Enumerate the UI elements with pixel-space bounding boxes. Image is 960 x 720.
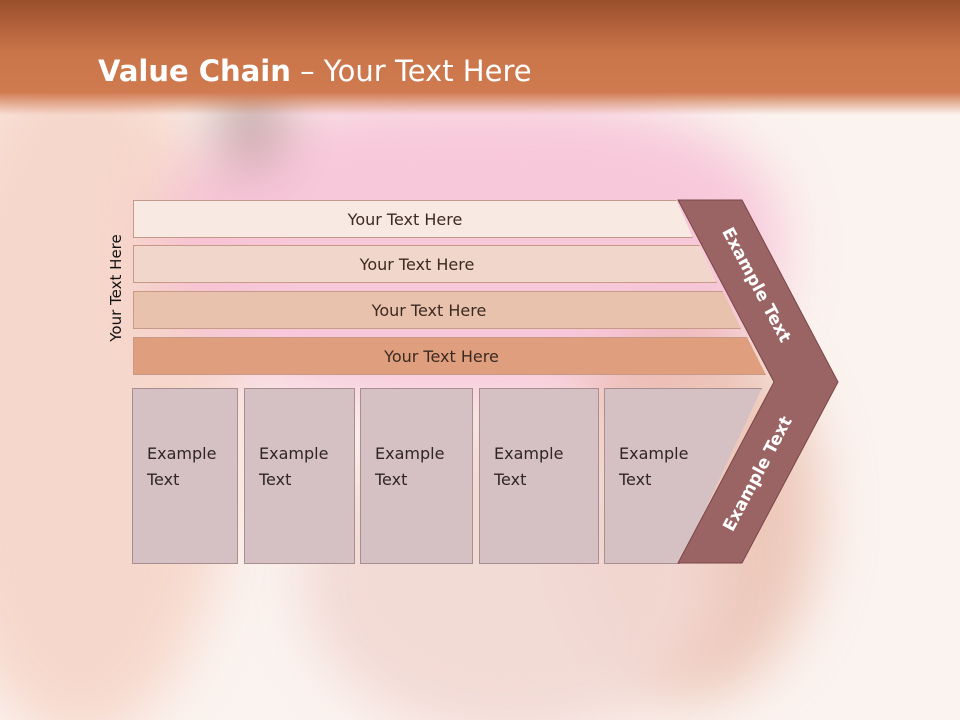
layer-3: Your Text Here [133, 291, 741, 329]
box-3: Example Text [360, 388, 473, 564]
header-bar [0, 0, 960, 115]
layer-4: Your Text Here [133, 337, 766, 375]
layer-1: Your Text Here [133, 200, 693, 238]
layer-4-label: Your Text Here [384, 346, 499, 366]
slide-title: Value Chain – Your Text Here [98, 54, 532, 88]
box-1: Example Text [132, 388, 238, 564]
title-bold: Value Chain [98, 54, 291, 88]
chevron-shape [677, 199, 839, 564]
box-4: Example Text [479, 388, 599, 564]
box-2-label: Example Text [259, 444, 329, 489]
box-2: Example Text [244, 388, 355, 564]
title-rest: – Your Text Here [290, 54, 532, 88]
box-3-label: Example Text [375, 444, 445, 489]
layer-2-label: Your Text Here [359, 254, 475, 274]
box-4-label: Example Text [494, 444, 564, 489]
layer-3-label: Your Text Here [371, 300, 487, 320]
layer-1-label: Your Text Here [347, 209, 463, 229]
box-5-label: Example Text [619, 444, 689, 489]
box-1-label: Example Text [147, 444, 217, 489]
layer-2: Your Text Here [133, 245, 717, 283]
